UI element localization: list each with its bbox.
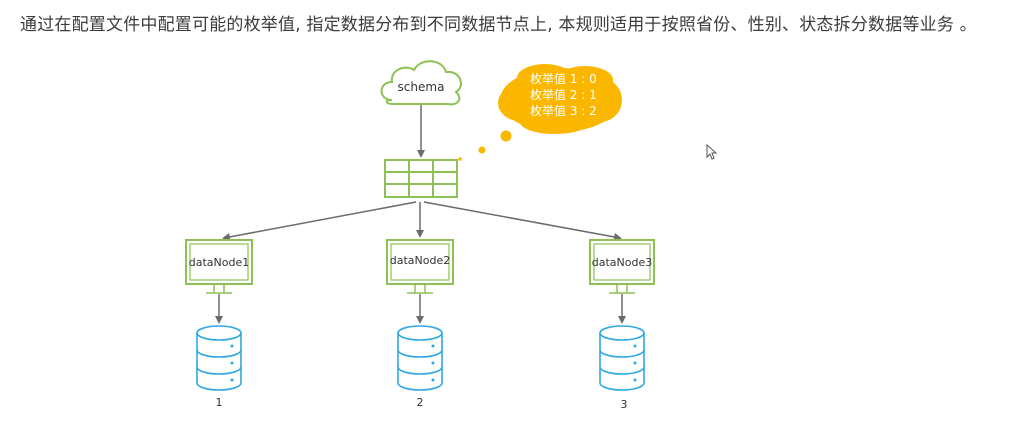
database-icon (599, 325, 645, 391)
database-icon (397, 325, 443, 391)
enum-mapping-bubble (458, 64, 622, 161)
schema-cloud-icon (380, 60, 462, 106)
arrow-table-to-node3 (423, 201, 622, 241)
monitor-icon (386, 239, 454, 294)
schema-label: schema (398, 80, 445, 94)
description-heading: 通过在配置文件中配置可能的枚举值, 指定数据分布到不同数据节点上, 本规则适用于… (20, 15, 977, 35)
db-label: 3 (621, 398, 628, 411)
bubble-line-1: 枚举值 1 : 0 (530, 71, 597, 86)
rule-table-icon (384, 159, 458, 198)
data-node-2: dataNode2 2 (386, 239, 454, 409)
node-label: dataNode3 (592, 256, 652, 269)
database-icon (196, 325, 242, 391)
monitor-icon (589, 239, 655, 294)
data-node-1: dataNode1 1 (185, 239, 253, 409)
bubble-line-2: 枚举值 2 : 1 (530, 87, 597, 102)
node-label: dataNode2 (390, 254, 450, 267)
arrow-table-to-node1 (222, 201, 417, 241)
monitor-icon (185, 239, 253, 294)
db-label: 1 (216, 396, 223, 409)
data-node-3: dataNode3 3 (589, 239, 655, 411)
mouse-cursor-icon (706, 143, 718, 160)
node-label: dataNode1 (189, 256, 249, 269)
bubble-line-3: 枚举值 3 : 2 (530, 103, 597, 118)
db-label: 2 (417, 396, 424, 409)
